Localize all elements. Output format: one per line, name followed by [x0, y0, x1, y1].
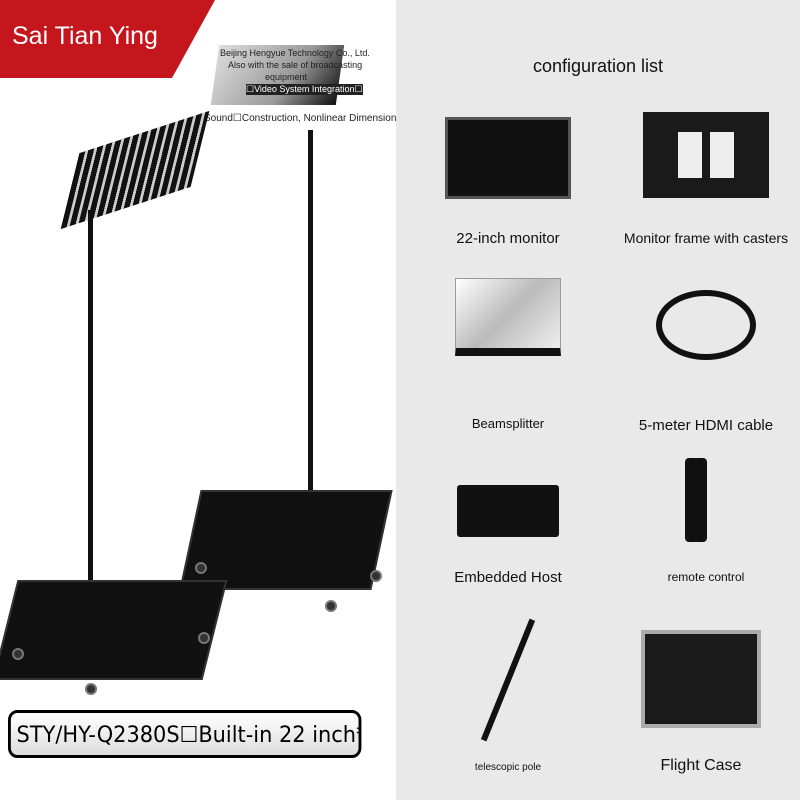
beamsplitter-icon	[455, 278, 561, 356]
item-label: Embedded Host	[454, 569, 562, 586]
pole-left	[88, 210, 93, 680]
case-icon	[641, 630, 761, 728]
screen-left	[60, 110, 210, 230]
model-label: STY/HY-Q2380S☐Built-in 22 inch*2☐	[8, 710, 362, 758]
cable-icon	[656, 290, 756, 360]
wheel	[370, 570, 382, 582]
host-icon	[457, 485, 559, 537]
watermark-line: Sound☐Construction, Nonlinear Dimension	[204, 113, 397, 124]
wheel	[195, 562, 207, 574]
wheel	[325, 600, 337, 612]
watermark-line: equipment	[265, 72, 308, 82]
item-label: 5-meter HDMI cable	[638, 417, 774, 434]
frame-icon	[643, 112, 769, 198]
item-label: remote control	[667, 570, 745, 584]
monitor-icon	[445, 117, 571, 199]
remote-icon	[685, 458, 707, 542]
pole-right	[308, 130, 313, 510]
wheel	[12, 648, 24, 660]
watermark-line: Also with the sale of broadcasting	[228, 60, 363, 70]
base-left	[0, 580, 228, 680]
item-label: Flight Case	[660, 757, 742, 774]
configuration-panel: configuration list 22-inch monitor Monit…	[396, 0, 800, 800]
brand-badge: Sai Tian Ying	[0, 0, 215, 78]
wheel	[198, 632, 210, 644]
watermark-line: Beijing Hengyue Technology Co., Ltd.	[220, 48, 370, 58]
item-label: Monitor frame with casters	[623, 230, 789, 246]
item-label: Beamsplitter	[471, 416, 545, 431]
wheel	[85, 683, 97, 695]
item-label: 22-inch monitor	[456, 230, 560, 247]
pole-icon	[480, 618, 536, 742]
base-right	[179, 490, 393, 590]
watermark-line: ☐Video System Integration☐	[246, 84, 363, 95]
item-label: telescopic pole	[474, 762, 542, 773]
configuration-title: configuration list	[532, 56, 664, 76]
product-photo: Sai Tian Ying Beijing Hengyue Technology…	[0, 0, 396, 800]
